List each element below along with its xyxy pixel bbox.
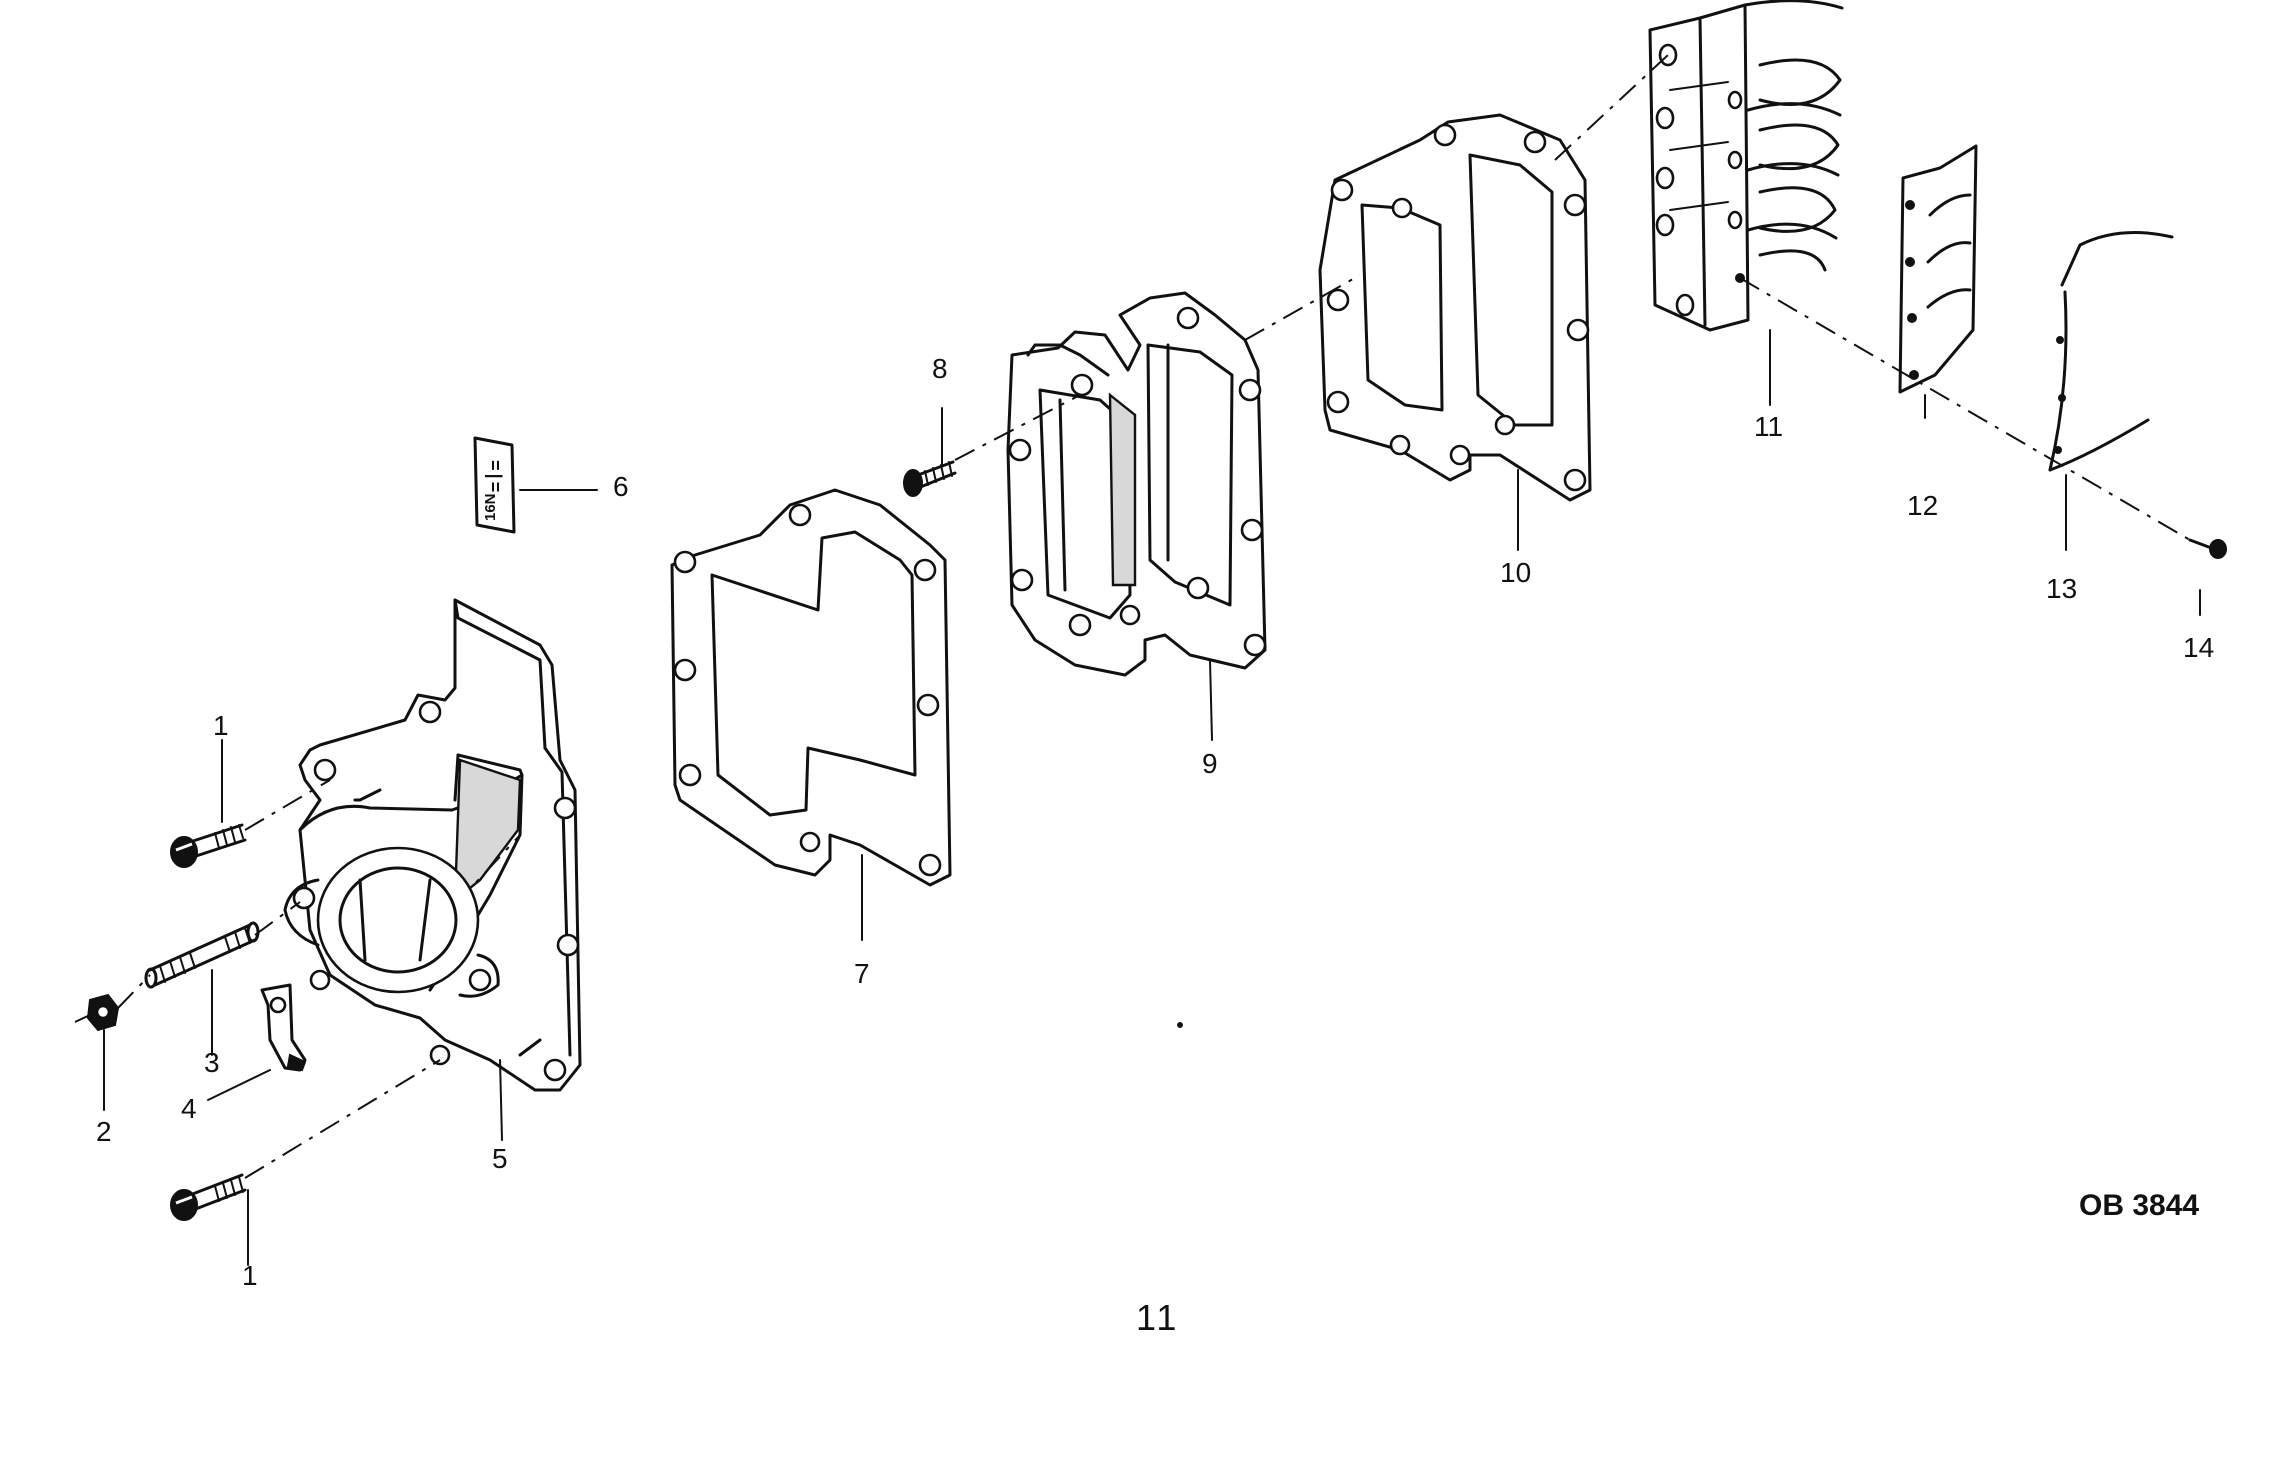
part-1-bolt-lower [170,1173,247,1221]
callout-2: 2 [96,1116,112,1147]
part-14-screw [2188,538,2227,559]
callout-14: 14 [2183,632,2214,663]
callout-11: 11 [1754,411,1783,442]
stray-mark [1177,1022,1183,1028]
part-10-gasket [1318,113,1592,502]
callout-13: 13 [2046,573,2077,604]
figure-code: OB 3844 [2079,1189,2199,1222]
part-6-decal: =|= 16N [473,436,516,534]
callout-labels: 1 2 3 4 5 6 7 8 9 10 11 12 13 14 1 [96,353,2214,1291]
callout-5: 5 [492,1143,508,1174]
callout-9: 9 [1202,748,1218,779]
callout-4: 4 [181,1093,197,1124]
part-1-bolt-upper [170,823,247,868]
assembly-center-lines [74,54,2191,1179]
svg-text:=|=: =|= [483,460,503,492]
part-9-reed-plate [1006,291,1267,677]
part-2-nut [86,993,120,1032]
callout-1-upper: 1 [213,710,229,741]
page-number: 11 [1136,1297,1179,1338]
callout-6: 6 [613,471,629,502]
callout-12: 12 [1907,490,1938,521]
callout-8: 8 [932,353,948,384]
part-12-reed-petal [1898,144,1978,394]
callout-10: 10 [1500,557,1531,588]
part-13-reed-stop [2048,231,2174,472]
part-4-clip [260,983,307,1072]
callout-1-lower: 1 [242,1260,258,1291]
svg-text:16N: 16N [482,493,499,521]
leader-lines [103,329,2201,1266]
part-5-intake-cover [283,598,582,1092]
part-3-stud [144,921,260,989]
part-11-reed-block [1648,0,1844,332]
part-7-gasket [670,488,952,887]
callout-7: 7 [854,958,870,989]
callout-3: 3 [204,1047,220,1078]
part-8-screw [903,460,957,497]
